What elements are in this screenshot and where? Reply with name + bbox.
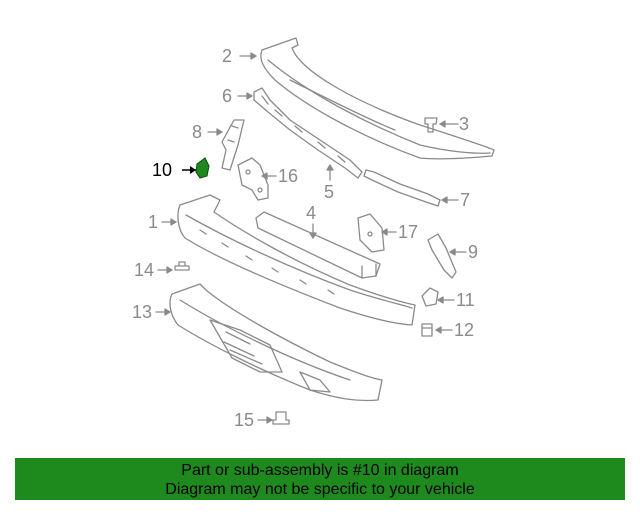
part-17-bracket <box>357 213 385 253</box>
callout-12: 12 <box>454 320 475 340</box>
part-16-bracket <box>237 157 269 201</box>
part-8-bracket <box>221 119 245 171</box>
info-banner: Part or sub-assembly is #10 in diagram D… <box>15 458 625 500</box>
callout-5: 5 <box>324 182 335 202</box>
part-11-bracket <box>421 287 439 307</box>
part-1-bumper <box>177 194 416 326</box>
callout-15: 15 <box>234 410 255 430</box>
leader-lines <box>155 52 467 424</box>
callout-8: 8 <box>192 122 203 142</box>
part-3-clip <box>424 117 438 133</box>
callout-2: 2 <box>222 46 233 66</box>
callout-16: 16 <box>278 166 299 186</box>
callout-9: 9 <box>468 242 479 262</box>
part-10-highlighted <box>182 157 210 179</box>
callout-13: 13 <box>132 302 153 322</box>
callout-11: 11 <box>456 290 475 310</box>
callout-3: 3 <box>459 114 470 134</box>
callout-7: 7 <box>460 190 471 210</box>
part-6-grille-strip <box>253 87 363 179</box>
banner-line-1: Part or sub-assembly is #10 in diagram <box>181 462 459 479</box>
callout-10: 10 <box>152 160 173 180</box>
part-2-upper-cover <box>260 37 495 160</box>
part-12-nut <box>421 323 433 337</box>
part-14-pin <box>174 261 190 271</box>
banner-line-2: Diagram may not be specific to your vehi… <box>165 481 475 498</box>
callout-1: 1 <box>148 212 159 232</box>
part-15-bolt <box>272 411 290 425</box>
parts-diagram <box>155 37 495 425</box>
part-4-reinforcement <box>255 211 381 279</box>
part-13-valance <box>169 283 383 402</box>
callout-14: 14 <box>134 260 155 280</box>
part-7-strip <box>363 169 441 207</box>
part-9-bracket <box>427 233 457 279</box>
callout-17: 17 <box>398 222 419 242</box>
callout-4: 4 <box>306 203 317 223</box>
callout-6: 6 <box>222 86 233 106</box>
